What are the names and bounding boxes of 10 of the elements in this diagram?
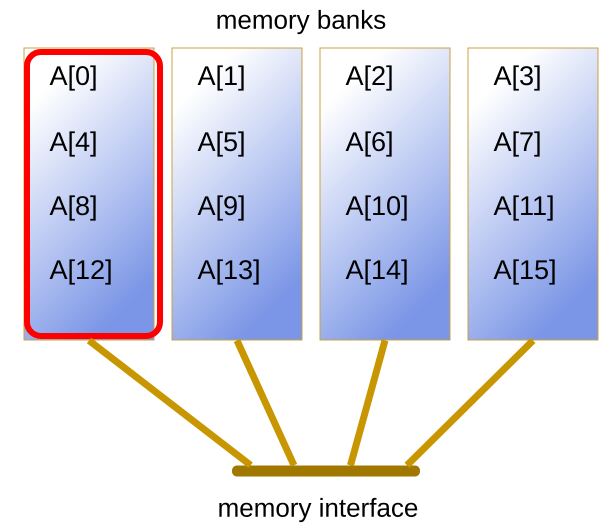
memory-bank: A[1] A[5] A[9] A[13] — [172, 48, 302, 340]
interface-label: memory interface — [219, 498, 418, 522]
memory-bank: A[0] A[4] A[8] A[12] — [24, 48, 154, 340]
connector-line — [234, 339, 298, 467]
heading: memory banks — [217, 10, 386, 34]
memory-bank: A[3] A[7] A[11] A[15] — [468, 48, 598, 340]
memory-bank: A[2] A[6] A[10] A[14] — [320, 48, 450, 340]
connector-line — [404, 338, 536, 468]
connector-line — [86, 338, 253, 468]
connector-line — [347, 340, 388, 466]
